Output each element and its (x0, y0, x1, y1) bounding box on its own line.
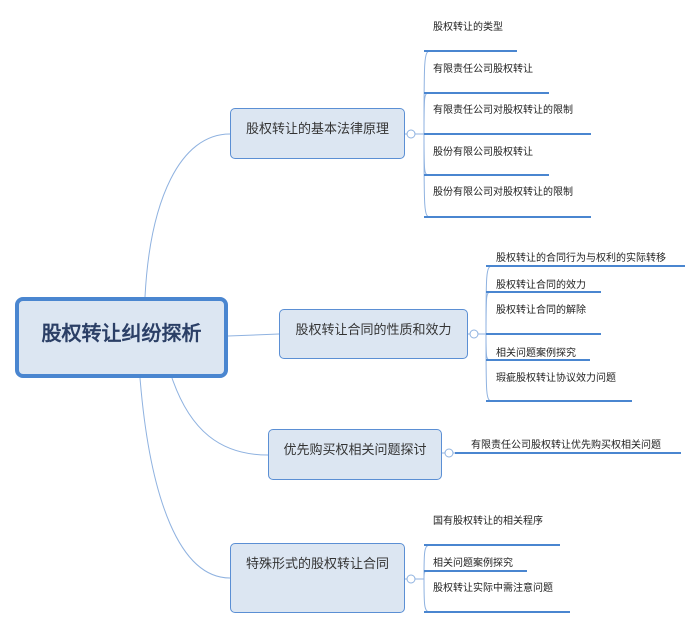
branch-node-1[interactable]: 股权转让的基本法律原理 (230, 108, 405, 159)
collapse-toggle-branch2 (469, 329, 479, 339)
collapse-toggles (406, 129, 479, 584)
leaf-node[interactable]: 股权转让的合同行为与权利的实际转移 (496, 253, 666, 264)
leaf-node[interactable]: 国有股权转让的相关程序 (433, 516, 543, 527)
leaf-node[interactable]: 有限责任公司对股权转让的限制 (433, 105, 573, 116)
leaf-node[interactable]: 股份有限公司股权转让 (433, 147, 533, 158)
branch-label: 股权转让合同的性质和效力 (295, 323, 452, 338)
root-label: 股权转让纠纷探析 (41, 321, 202, 345)
collapse-toggle-branch4 (406, 574, 416, 584)
connector-root-branch3 (171, 377, 269, 456)
leaf-node[interactable]: 相关问题案例探究 (433, 558, 513, 569)
leaf-node[interactable]: 股份有限公司对股权转让的限制 (433, 187, 573, 198)
branch-label: 特殊形式的股权转让合同 (245, 557, 389, 572)
leaf-node[interactable]: 股权转让实际中需注意问题 (433, 583, 553, 594)
leaf-node[interactable]: 相关问题案例探究 (496, 348, 576, 359)
leaf-node[interactable]: 瑕疵股权转让协议效力问题 (496, 373, 616, 384)
branch-node-3[interactable]: 优先购买权相关问题探讨 (268, 429, 442, 480)
leaf-node[interactable]: 股权转让合同的解除 (496, 305, 586, 316)
connector-root-branch1 (144, 133, 231, 298)
leaf-underlines (424, 50, 685, 613)
leaf-node[interactable]: 股权转让的类型 (433, 22, 503, 33)
connector-root-branch4 (139, 377, 231, 579)
connector-root-branch2 (227, 333, 280, 337)
leaf-node[interactable]: 有限责任公司股权转让优先购买权相关问题 (471, 440, 661, 451)
leaf-node[interactable]: 有限责任公司股权转让 (433, 64, 533, 75)
branch-label: 股权转让的基本法律原理 (245, 122, 389, 137)
branch-node-2[interactable]: 股权转让合同的性质和效力 (279, 309, 468, 359)
branch-node-4[interactable]: 特殊形式的股权转让合同 (230, 543, 405, 613)
root-node[interactable]: 股权转让纠纷探析 (15, 297, 228, 378)
collapse-toggle-branch3 (444, 448, 454, 458)
leaf-node[interactable]: 股权转让合同的效力 (496, 280, 586, 291)
collapse-toggle-branch1 (406, 129, 416, 139)
branch-label: 优先购买权相关问题探讨 (283, 443, 427, 458)
